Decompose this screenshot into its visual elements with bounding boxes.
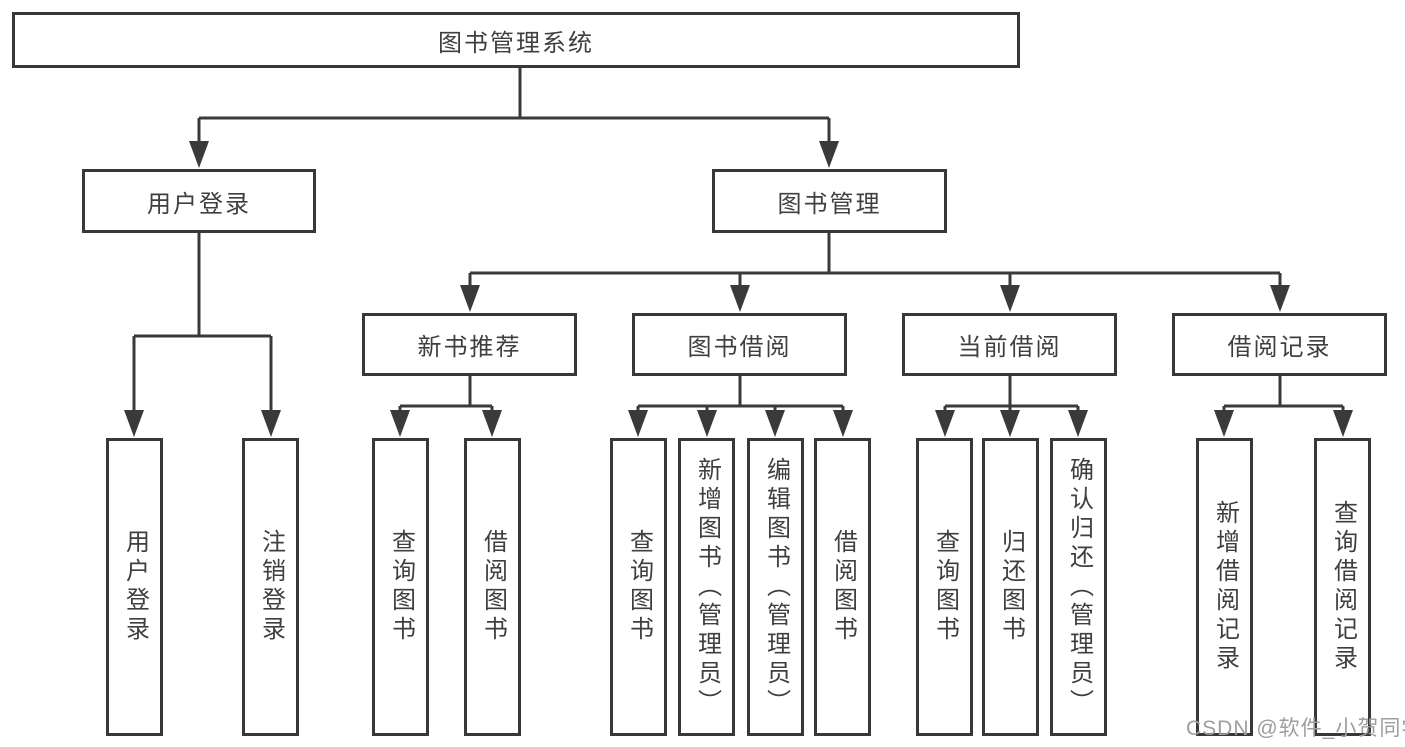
leaf-label: 编辑图书（管理员） (762, 456, 790, 718)
leaf-borrow-query-book: 查询图书 (610, 438, 667, 736)
connector-recommend-to-children (390, 376, 502, 437)
leaf-current-query-book: 查询图书 (916, 438, 973, 736)
leaf-label: 新增图书（管理员） (693, 456, 721, 718)
leaf-return-book: 归还图书 (982, 438, 1039, 736)
node-label: 借阅记录 (1227, 334, 1332, 361)
connector-borrow-to-children (628, 376, 853, 437)
leaf-label: 查询图书 (931, 529, 959, 645)
leaf-edit-book-admin: 编辑图书（管理员） (747, 438, 804, 736)
leaf-recommend-borrow-book: 借阅图书 (464, 438, 521, 736)
connector-current-to-children (935, 376, 1088, 437)
node-label: 图书管理系统 (438, 29, 594, 57)
node-system-root: 图书管理系统 (12, 12, 1020, 68)
leaf-borrow-book: 借阅图书 (814, 438, 871, 736)
leaf-label: 归还图书 (997, 529, 1025, 645)
node-label: 用户登录 (147, 190, 251, 218)
leaf-label: 借阅图书 (479, 529, 507, 645)
leaf-label: 借阅图书 (829, 529, 857, 645)
node-book-management: 图书管理 (712, 169, 947, 233)
leaf-label: 查询图书 (387, 529, 415, 645)
leaf-confirm-return-admin: 确认归还（管理员） (1050, 438, 1107, 736)
node-label: 图书借阅 (687, 334, 792, 361)
node-borrow-record: 借阅记录 (1172, 313, 1387, 376)
leaf-recommend-query-book: 查询图书 (372, 438, 429, 736)
leaf-add-book-admin: 新增图书（管理员） (678, 438, 735, 736)
node-label: 新书推荐 (417, 334, 522, 361)
csdn-watermark: CSDN @软件_小贺同学 (1186, 717, 1405, 740)
leaf-label: 查询图书 (625, 529, 653, 645)
node-label: 图书管理 (777, 190, 882, 218)
leaf-logout: 注销登录 (242, 438, 299, 736)
node-book-borrow: 图书借阅 (632, 313, 847, 376)
leaf-label: 新增借阅记录 (1211, 500, 1239, 674)
connector-login-to-children (124, 233, 281, 437)
leaf-label: 注销登录 (257, 529, 285, 645)
leaf-add-borrow-record: 新增借阅记录 (1196, 438, 1253, 736)
node-current-borrow: 当前借阅 (902, 313, 1117, 376)
leaf-label: 确认归还（管理员） (1065, 456, 1093, 718)
connector-mgmt-to-level3 (460, 233, 1290, 312)
node-new-book-recommend: 新书推荐 (362, 313, 577, 376)
leaf-label: 用户登录 (121, 529, 149, 645)
node-user-login: 用户登录 (82, 169, 316, 233)
connector-root-to-level2 (189, 68, 839, 168)
node-label: 当前借阅 (957, 334, 1062, 361)
connector-record-to-children (1214, 376, 1353, 437)
leaf-query-borrow-record: 查询借阅记录 (1314, 438, 1371, 736)
leaf-user-login: 用户登录 (106, 438, 163, 736)
leaf-label: 查询借阅记录 (1329, 500, 1357, 674)
